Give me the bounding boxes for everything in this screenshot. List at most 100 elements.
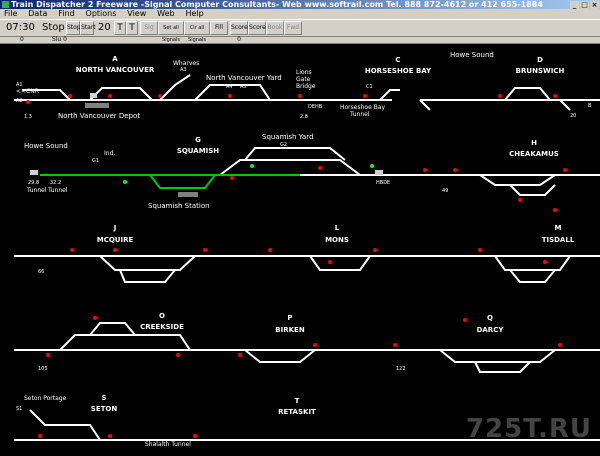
menu-help[interactable]: Help <box>185 9 204 18</box>
station-s-code: S <box>101 394 106 402</box>
code-s1: S1 <box>16 406 22 412</box>
signal-l1[interactable] <box>268 248 272 252</box>
signal-g2[interactable] <box>318 166 322 170</box>
signal-button[interactable]: Sig <box>140 21 158 35</box>
signal-a6[interactable] <box>298 94 302 98</box>
code-b: B <box>588 103 592 109</box>
cnr-lead <box>22 89 71 101</box>
set-all-signals-button[interactable]: Set all Signals <box>158 21 184 43</box>
status-bar: 0 Slu 0 <box>0 36 600 44</box>
milepost-49: 49 <box>442 188 448 194</box>
station-d-name: BRUNSWICH <box>516 67 565 75</box>
station-p-name: BIRKEN <box>275 326 305 334</box>
signal-o2[interactable] <box>46 353 50 357</box>
signal-o3[interactable] <box>176 353 180 357</box>
nv-siding <box>89 87 153 101</box>
menu-web[interactable]: Web <box>157 9 175 18</box>
start-button[interactable]: Start <box>80 21 96 35</box>
signal-a3[interactable] <box>108 94 112 98</box>
track-diagram: A NORTH VANCOUVER C HORSESHOE BAY D BRUN… <box>0 44 600 456</box>
label-howe-sound-top: Howe Sound <box>450 51 494 59</box>
signal-a1[interactable] <box>26 100 30 104</box>
score-button[interactable]: Score <box>248 21 266 35</box>
train-block-hbde <box>375 170 383 175</box>
minimize-button[interactable]: _ <box>570 1 579 9</box>
maximize-button[interactable]: □ <box>580 1 589 9</box>
squamish-yard-track <box>219 159 361 176</box>
signal-a4[interactable] <box>158 94 162 98</box>
code-g1: G1 <box>92 158 99 164</box>
book-button[interactable]: Book <box>266 21 284 35</box>
label-ind: Ind. <box>104 150 115 157</box>
time-minus-button[interactable]: T <box>114 21 126 35</box>
signal-q1[interactable] <box>393 343 397 347</box>
signal-m1[interactable] <box>478 248 482 252</box>
score-zero-button[interactable]: Score 0 <box>230 21 248 43</box>
menu-file[interactable]: File <box>4 9 18 18</box>
signal-h2[interactable] <box>453 168 457 172</box>
signal-l2[interactable] <box>328 260 332 264</box>
signal-j2[interactable] <box>113 248 117 252</box>
forward-button[interactable]: Fwd <box>284 21 302 35</box>
mons-siding <box>309 255 371 271</box>
signal-green-3[interactable] <box>370 164 374 168</box>
clear-all-signals-button[interactable]: Clr all Signals <box>184 21 210 43</box>
menu-data[interactable]: Data <box>28 9 48 18</box>
milepost-2-8: 2.8 <box>300 114 308 120</box>
label-squamish-station: Squamish Station <box>148 202 210 210</box>
signal-s2[interactable] <box>108 434 112 438</box>
menu-find[interactable]: Find <box>58 9 75 18</box>
signal-q2[interactable] <box>463 318 467 322</box>
signal-p2[interactable] <box>313 343 317 347</box>
menu-view[interactable]: View <box>127 9 147 18</box>
close-button[interactable]: × <box>590 1 599 9</box>
train-block-squamish <box>30 170 38 175</box>
signal-o1[interactable] <box>93 316 97 320</box>
fill-button[interactable]: Fill <box>210 21 228 35</box>
app-icon <box>2 1 9 8</box>
label-tunnel1: Tunnel <box>26 187 47 194</box>
stop-button[interactable]: Stop <box>66 21 81 35</box>
signal-j1[interactable] <box>70 248 74 252</box>
milepost-66: 66 <box>38 269 44 275</box>
signal-d1[interactable] <box>498 94 502 98</box>
signal-a5[interactable] <box>228 94 232 98</box>
signal-h4[interactable] <box>518 198 522 202</box>
signal-m2[interactable] <box>543 260 547 264</box>
signal-l3[interactable] <box>373 248 377 252</box>
milepost-32-2: 32.2 <box>50 180 61 186</box>
signal-g1[interactable] <box>230 176 234 180</box>
signal-p1[interactable] <box>238 353 242 357</box>
hs-spur <box>379 89 400 101</box>
signal-q3[interactable] <box>558 343 562 347</box>
signal-h1[interactable] <box>423 168 427 172</box>
signal-green-1[interactable] <box>123 180 127 184</box>
code-dehb: DEHB <box>308 104 323 110</box>
signal-c1[interactable] <box>363 94 367 98</box>
signal-green-2[interactable] <box>250 164 254 168</box>
milepost-29-8: 29.8 <box>28 180 39 186</box>
time-plus-button[interactable]: T <box>126 21 138 35</box>
signal-s1[interactable] <box>38 434 42 438</box>
station-h-name: CHEAKAMUS <box>509 150 559 158</box>
label-shalalth-tunnel: Shalalth Tunnel <box>145 441 191 448</box>
status-left: 0 <box>20 36 24 43</box>
signal-j3[interactable] <box>203 248 207 252</box>
label-hs-tunnel2: Tunnel <box>349 111 370 118</box>
seton-siding <box>29 409 101 441</box>
signal-s3[interactable] <box>193 434 197 438</box>
menu-options[interactable]: Options <box>85 9 117 18</box>
signal-a2[interactable] <box>68 94 72 98</box>
station-l-name: MONS <box>325 236 349 244</box>
station-d-code: D <box>537 56 543 64</box>
label-lions: Lions <box>296 69 312 76</box>
occupied-station-siding <box>149 174 216 189</box>
mcquire-siding <box>99 255 196 271</box>
label-tunnel2: Tunnel <box>47 187 68 194</box>
signal-h3[interactable] <box>563 168 567 172</box>
signal-h5[interactable] <box>553 208 557 212</box>
milepost-20: 20 <box>570 113 576 119</box>
station-j-code: J <box>113 224 117 232</box>
code-hbde: HBDE <box>376 180 390 186</box>
signal-d2[interactable] <box>553 94 557 98</box>
